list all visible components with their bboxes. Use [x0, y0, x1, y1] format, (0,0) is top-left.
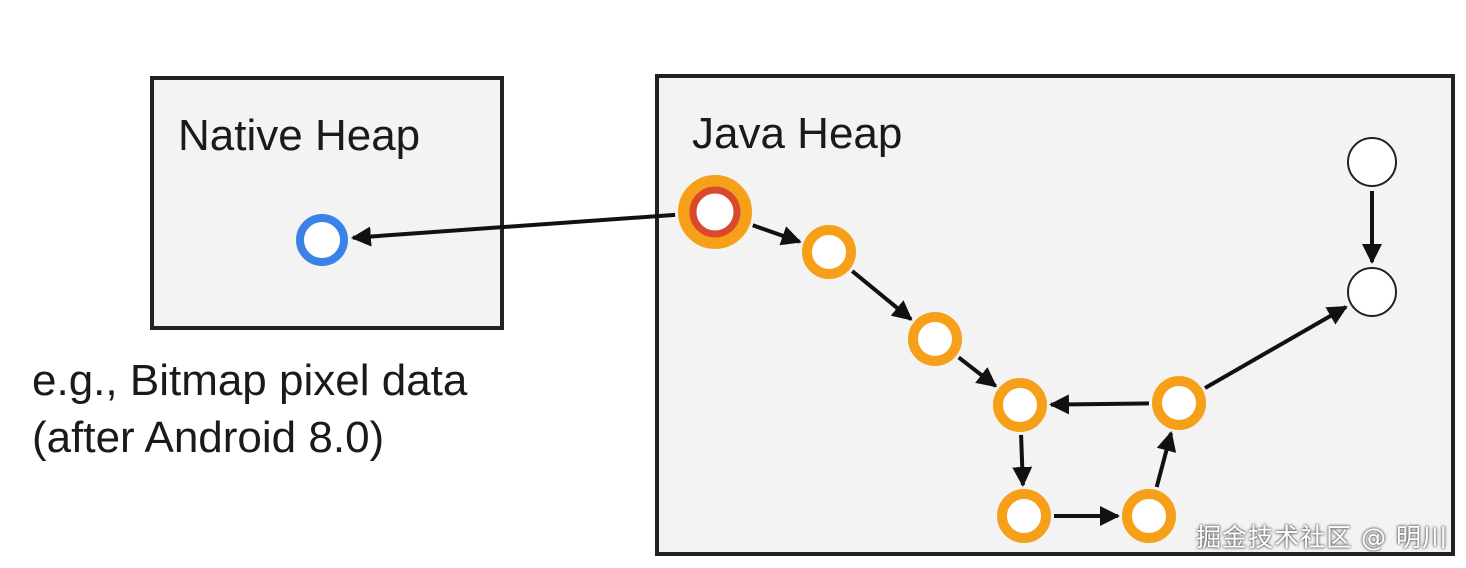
reachable-object-circle	[908, 312, 962, 366]
unreachable-object-circle	[1347, 137, 1397, 187]
edge-gc-root-to-obj-a	[752, 223, 802, 246]
node-obj-d	[997, 489, 1051, 543]
node-obj-f	[1152, 376, 1206, 430]
caption-line-1: e.g., Bitmap pixel data	[32, 356, 468, 405]
node-obj-b	[908, 312, 962, 366]
reachable-object-circle	[993, 378, 1047, 432]
edge-obj-b-to-obj-c	[957, 355, 998, 388]
edge-obj-e-to-obj-f	[1154, 431, 1177, 488]
reachable-object-circle	[1152, 376, 1206, 430]
java-heap-box	[655, 74, 1455, 556]
object-nodes	[296, 137, 1397, 543]
gc-root-inner-ring	[689, 186, 741, 238]
edge-obj-f-to-obj-h	[1204, 305, 1348, 390]
node-native-object	[296, 214, 348, 266]
node-obj-c	[993, 378, 1047, 432]
native-heap-box	[150, 76, 504, 330]
edge-obj-f-to-obj-c	[1048, 394, 1150, 415]
reachable-object-circle	[997, 489, 1051, 543]
edge-gc-root-to-native-object	[350, 212, 676, 247]
node-obj-g	[1347, 137, 1397, 187]
node-obj-h	[1347, 267, 1397, 317]
unreachable-object-circle	[1347, 267, 1397, 317]
node-obj-a	[802, 225, 856, 279]
native-heap-title: Native Heap	[178, 111, 420, 160]
edge-obj-c-to-obj-d	[1012, 434, 1033, 488]
watermark-text: 掘金技术社区 @ 明川	[1196, 523, 1448, 552]
reference-edges	[350, 191, 1382, 526]
edge-obj-a-to-obj-b	[850, 269, 913, 321]
reachable-object-circle	[802, 225, 856, 279]
node-obj-e	[1122, 489, 1176, 543]
java-heap-title: Java Heap	[692, 109, 902, 158]
reachable-object-circle	[1122, 489, 1176, 543]
node-gc-root	[678, 175, 752, 249]
native-object-circle	[296, 214, 348, 266]
caption-line-2: (after Android 8.0)	[32, 413, 384, 462]
